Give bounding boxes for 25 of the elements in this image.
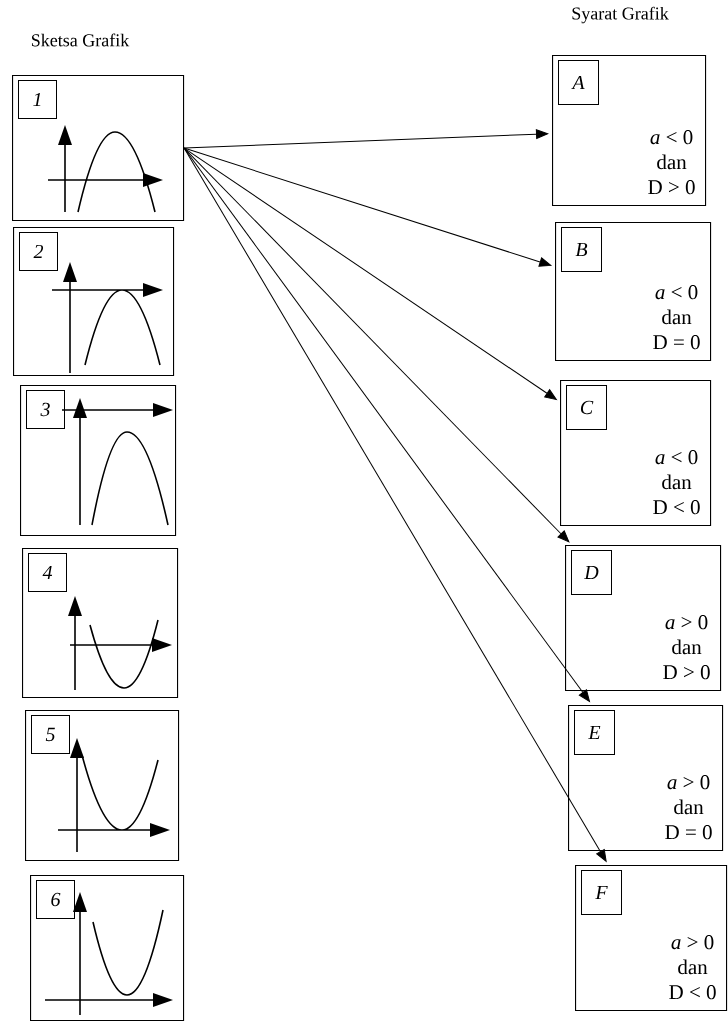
number-box: 6 — [36, 880, 75, 919]
letter-box: C — [566, 385, 607, 430]
arrow — [183, 147, 607, 862]
arrow — [183, 147, 590, 702]
graph-card — [30, 875, 185, 1022]
number-box: 5 — [31, 715, 70, 754]
letter-box: F — [581, 870, 622, 915]
number-box: 2 — [19, 232, 58, 271]
letter-box: B — [561, 227, 602, 272]
number-box: 3 — [26, 390, 65, 429]
graph-card — [13, 227, 175, 377]
arrow — [183, 129, 549, 149]
graph-card — [20, 385, 177, 537]
arrow — [183, 147, 557, 401]
letter-box: A — [558, 60, 599, 105]
column-heading: Syarat Grafik — [572, 6, 669, 24]
graph-card — [22, 548, 179, 699]
letter-box: D — [571, 550, 612, 595]
number-box: 4 — [28, 553, 67, 592]
number-box: 1 — [18, 80, 57, 119]
column-heading: Sketsa Grafik — [31, 33, 130, 47]
graph-card — [25, 710, 180, 862]
graph-card — [12, 75, 185, 222]
letter-box: E — [574, 710, 615, 755]
arrow — [183, 147, 552, 267]
